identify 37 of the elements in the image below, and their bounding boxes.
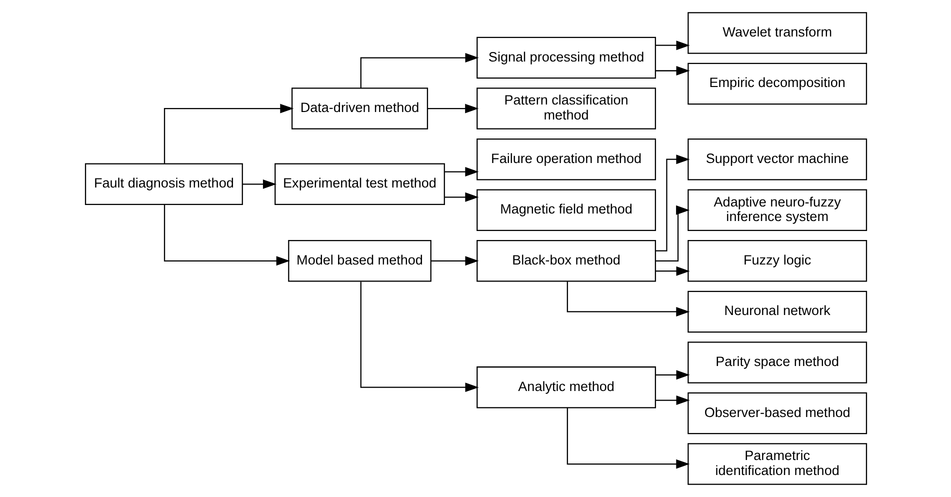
node-box: Observer-based method [687, 392, 867, 434]
node-box: Support vector machine [687, 138, 867, 180]
arrow [427, 104, 478, 114]
arrow [360, 282, 478, 392]
node-box: Parametric identification method [687, 443, 867, 485]
arrow [430, 256, 478, 266]
node-box: Adaptive neuro-fuzzy inference system [687, 189, 867, 231]
arrow [654, 396, 690, 406]
node-box: Pattern classification method [476, 88, 656, 130]
arrow [566, 281, 690, 316]
arrow [444, 167, 478, 176]
node-box: Signal processing method [476, 36, 656, 79]
node-box: Fuzzy logic [687, 240, 867, 282]
node-box: Experimental test method [274, 163, 444, 206]
node-box: Empiric decomposition [687, 62, 867, 105]
arrow [654, 370, 690, 380]
node-box: Magnetic field method [476, 189, 656, 231]
arrow [655, 154, 690, 252]
arrow [360, 53, 478, 88]
node-box: Analytic method [476, 366, 656, 408]
node-box: Neuronal network [687, 290, 867, 333]
arrow [242, 179, 276, 189]
node-box: Wavelet transform [687, 12, 867, 54]
arrow [566, 408, 690, 469]
arrow [163, 204, 290, 266]
node-box: Failure operation method [476, 138, 656, 180]
node-box: Black-box method [476, 240, 656, 282]
node-box: Fault diagnosis method [84, 163, 242, 206]
arrow [654, 266, 690, 276]
node-box: Parity space method [687, 342, 867, 384]
arrow [163, 104, 294, 164]
arrow [655, 205, 690, 262]
arrow [654, 40, 690, 50]
node-box: Data-driven method [290, 88, 428, 130]
node-box: Model based method [288, 240, 431, 282]
arrow [654, 66, 690, 76]
arrow [444, 192, 478, 202]
